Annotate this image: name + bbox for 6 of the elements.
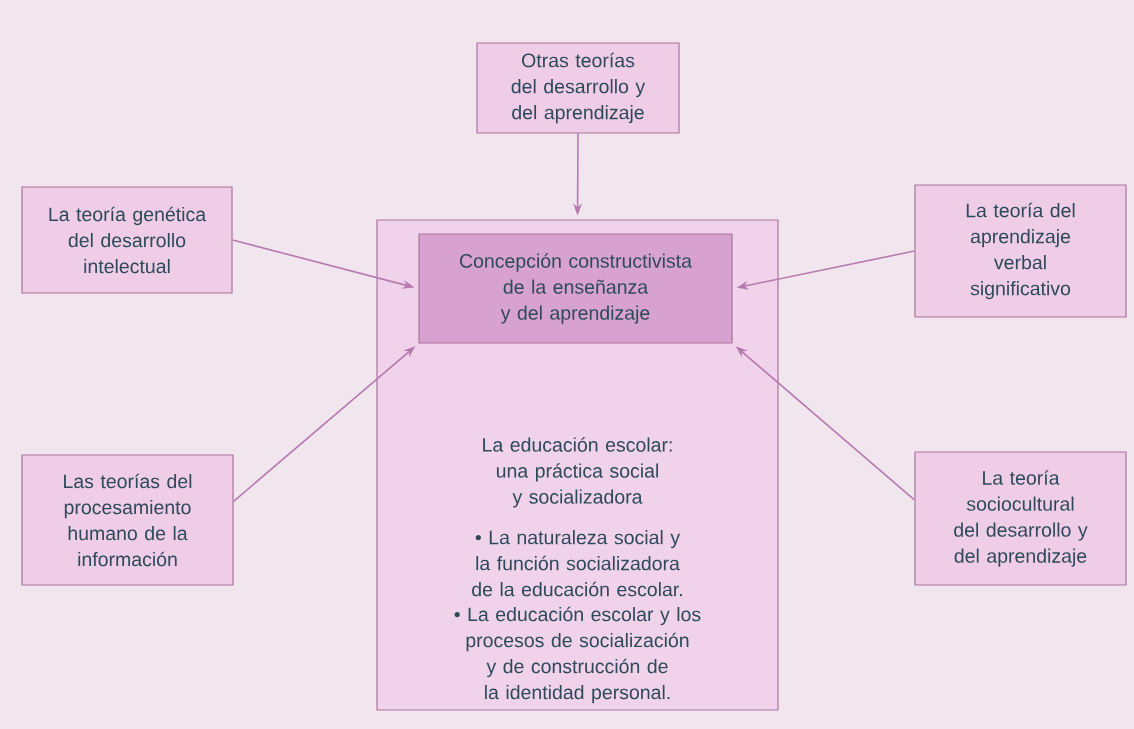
theory-box: Las teorías del procesamiento humano de la información: [21, 454, 234, 586]
central-box: Concepción constructivista de la enseñanza y del aprendizaje: [418, 233, 733, 344]
theory-box: La teoría del aprendizaje verbal significativo: [914, 184, 1127, 318]
theory-box: La teoría genética del desarrollo intelectual: [21, 186, 233, 294]
theory-box: La teoría sociocultural del desarrollo y del aprendizaje: [914, 451, 1127, 586]
theory-box: Otras teorías del desarrollo y del aprendizaje: [476, 42, 680, 134]
